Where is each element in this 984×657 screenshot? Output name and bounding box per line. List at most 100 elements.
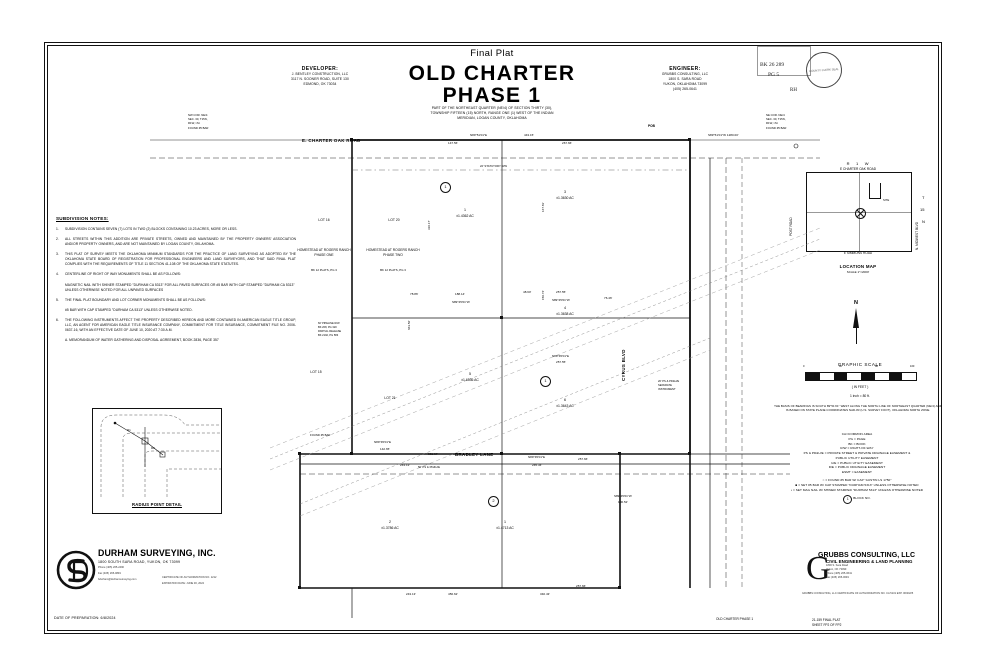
location-map-center-marker-icon [854, 207, 866, 219]
legend-line: U/E = PUBLIC UTILITY EASEMENT [831, 460, 883, 465]
dimension-78: 78.86' [410, 292, 419, 296]
engineer-line-2: 1800 S. SARA ROAD [668, 76, 702, 81]
legend-line: PS & PD&U/E = PRIVATE STREET & PRIVATE D… [803, 451, 911, 456]
bearing-interior-2: S89°45'01"W [552, 298, 570, 302]
grubbs-logo-icon: G [806, 550, 831, 587]
note-number: 6. [56, 318, 59, 323]
legend-symbol-line: ○ = FOUND #5 BAR W/ CAP "AUSTIN LS 1750" [822, 478, 892, 483]
adjacent-parcel-ref-2: BK 12 PLATS, PG 3 [380, 268, 406, 272]
note-text: ALL STREETS WITHIN THIS ADDITION ARE PRI… [65, 237, 296, 247]
scale-segment [847, 373, 861, 380]
engineer-firm-tagline: CIVIL ENGINEERING & LAND PLANNING [826, 559, 913, 564]
graphic-scale: GRAPHIC SCALE 0 40 80 160 ( IN FEET ) 1 … [800, 362, 920, 399]
bearing-interior-3: N89°45'01"E [552, 354, 570, 358]
dimension-188: 188.14' [455, 292, 465, 296]
dimension-100: 100.52' [618, 500, 628, 504]
note-item: 2. ALL STREETS WITHIN THIS ADDITION ARE … [56, 237, 296, 247]
block-number-2: 2 [488, 496, 499, 507]
corner-note-ne: NE COR. NE/4 SEC. 30, T15N, R1W, I.M. FO… [766, 113, 787, 130]
legend-symbol-line: • = SET MAG NAIL W/ SHINER STAMPED "DURH… [790, 487, 924, 492]
surveyor-title-block: DURHAM SURVEYING, INC. 1800 SOUTH SARA R… [52, 548, 252, 585]
scale-segment [833, 373, 848, 380]
dimension-243: 243.13' [400, 463, 410, 467]
note-item: 6. THE FOLLOWING INSTRUMENTS AFFECT THE … [56, 318, 296, 333]
scale-tick-3: 160 [910, 365, 915, 368]
note-text: SUBDIVISION CONTAINS SEVEN (7) LOTS IN T… [65, 227, 238, 231]
basis-of-bearings-note: THE BASIS OF BEARINGS IS SOUTH 89°51'01"… [774, 404, 942, 413]
graphic-scale-title: GRAPHIC SCALE [837, 362, 883, 367]
adjacent-lot-20: LOT 20 [388, 218, 400, 222]
lot-acreage-1-block2: ±1.4713 AC [496, 526, 514, 530]
dimension-340: 340.43' [540, 592, 550, 596]
engineer-title-block: GRUBBS CONSULTING, LLC CIVIL ENGINEERING… [802, 552, 948, 595]
lot-acreage-2: ±1.3786 AC [381, 526, 399, 530]
scale-segment [888, 373, 903, 380]
note-text: THE FINAL PLAT BOUNDARY AND LOT CORNER M… [65, 297, 206, 302]
dimension-76: 76.46' [604, 296, 613, 300]
dimension-1280: S89°51'01"W 1280.00' [708, 133, 739, 137]
township-number: 15 [920, 207, 925, 212]
engineer-line-1: GRUBBS CONSULTING, LLC [661, 72, 709, 76]
svg-text:R2: R2 [151, 446, 155, 450]
private-street-easement-note: 50' PS & PD&U/E [418, 465, 440, 469]
legal-description: PART OF THE NORTHEAST QUARTER (NE/4) OF … [430, 106, 554, 120]
dimension-310: 310.17' [427, 220, 431, 230]
scale-segment [902, 373, 916, 380]
surveyor-email[interactable]: bdurham@durhamsurveying.com [98, 578, 137, 582]
handwritten-initials: RH [790, 88, 797, 93]
surveyor-address: 1800 SOUTH SARA ROAD, YUKON, OK 73099 [98, 560, 181, 564]
note-text: CENTERLINE OF RIGHT OF WAY MONUMENTS SHA… [65, 272, 181, 277]
dimension-167: 167.81' [541, 202, 545, 212]
lot-acreage-6: ±1.3643 AC [556, 404, 574, 408]
border-frame-inner [47, 45, 939, 631]
page-subtitle-phase: PHASE 1 [442, 84, 542, 107]
legend-line: D/E = PUBLIC DRAINAGE EASEMENT [828, 465, 886, 470]
lot-number-1: 1 [464, 208, 466, 212]
surveyor-expiration: EXPIRATION DATE: JUNE 30, 2024 [162, 582, 204, 585]
dimension-331: 331.64' [428, 452, 438, 456]
found-bar-note: FOUND #5 BAR [310, 433, 331, 437]
legend-line: BK = BOOK [848, 441, 866, 446]
dimension-150: 150.74' [541, 290, 545, 300]
dimension-243b: 243.13' [406, 592, 416, 596]
statutory-row-note: 22' STATUTORY R/W [480, 164, 508, 168]
corner-note-nw: NW COR. NE/4 SEC. 30, T15N, R1W, I.M. FO… [188, 113, 209, 130]
title-eyebrow: Final Plat [470, 48, 514, 59]
adjacent-parcel-name-1: HOMESTEAD AT ROGERS RANCH PHASE ONE [297, 248, 351, 257]
graphic-scale-units: ( IN FEET ) [851, 385, 869, 389]
dimension-257: 257.55' [556, 290, 566, 294]
developer-line-2: 3117 N. SOONER ROAD, SUITE 130 [291, 76, 349, 81]
handwritten-page: PG 5 [768, 72, 780, 78]
lot-number-5: 5 [469, 372, 471, 376]
street-label-charter-oak: E. CHARTER OAK ROAD [302, 138, 361, 143]
developer-line-3: EDMOND, OK 73034 [303, 81, 337, 86]
dimension-257b: 257.55' [556, 360, 566, 364]
legend-block-note: 1 BLOCK NO. [766, 495, 948, 505]
engineer-block: ENGINEER: GRUBBS CONSULTING, LLC 1800 S.… [595, 66, 775, 92]
lot-acreage-4: ±1.3638 AC [556, 312, 574, 316]
street-label-cyrus-blvd: CYRUS BLVD [621, 349, 626, 381]
legend-line: R/W = RIGHT-OF-WAY [840, 446, 874, 451]
adjacent-lot-21: LOT 21 [384, 396, 396, 400]
location-map-site-outline [869, 183, 881, 199]
engineer-line-3: YUKON, OKLAHOMA 73099 [662, 81, 708, 86]
location-map-road-east: N. MIDWEST BLVD [915, 221, 919, 250]
page-title: OLD CHARTER [408, 62, 576, 85]
legend-line: ESMT = EASEMENT [841, 470, 872, 475]
adjacent-lot-16: LOT 16 [318, 218, 330, 222]
legend-line: CA=COMMON AREA [841, 432, 873, 436]
location-map-road-north: E CHARTER OAK ROAD [839, 167, 877, 171]
radius-point-detail: R1 R2 RADIUS POINT DETAIL [92, 408, 222, 514]
plat-drawing: .bdry{fill:none;stroke:#111;stroke-width… [150, 138, 820, 618]
svg-text:R1: R1 [127, 428, 131, 432]
legend-line: PG = PAGE [848, 436, 866, 441]
surveyor-name: DURHAM SURVEYING, INC. [98, 548, 216, 558]
county-filing-stamp-box [757, 46, 811, 76]
note-number: 3. [56, 252, 59, 257]
note-item: 1. SUBDIVISION CONTAINS SEVEN (7) LOTS I… [56, 227, 296, 232]
block-number-1b: 1 [540, 376, 551, 387]
bearing-south-1: N89°45'01"E [374, 440, 392, 444]
bearing-east-1: S89°45'01"W [614, 494, 632, 498]
note-subtext: A. MEMORANDUM OF WATER GATHERING AND DIS… [65, 338, 219, 343]
